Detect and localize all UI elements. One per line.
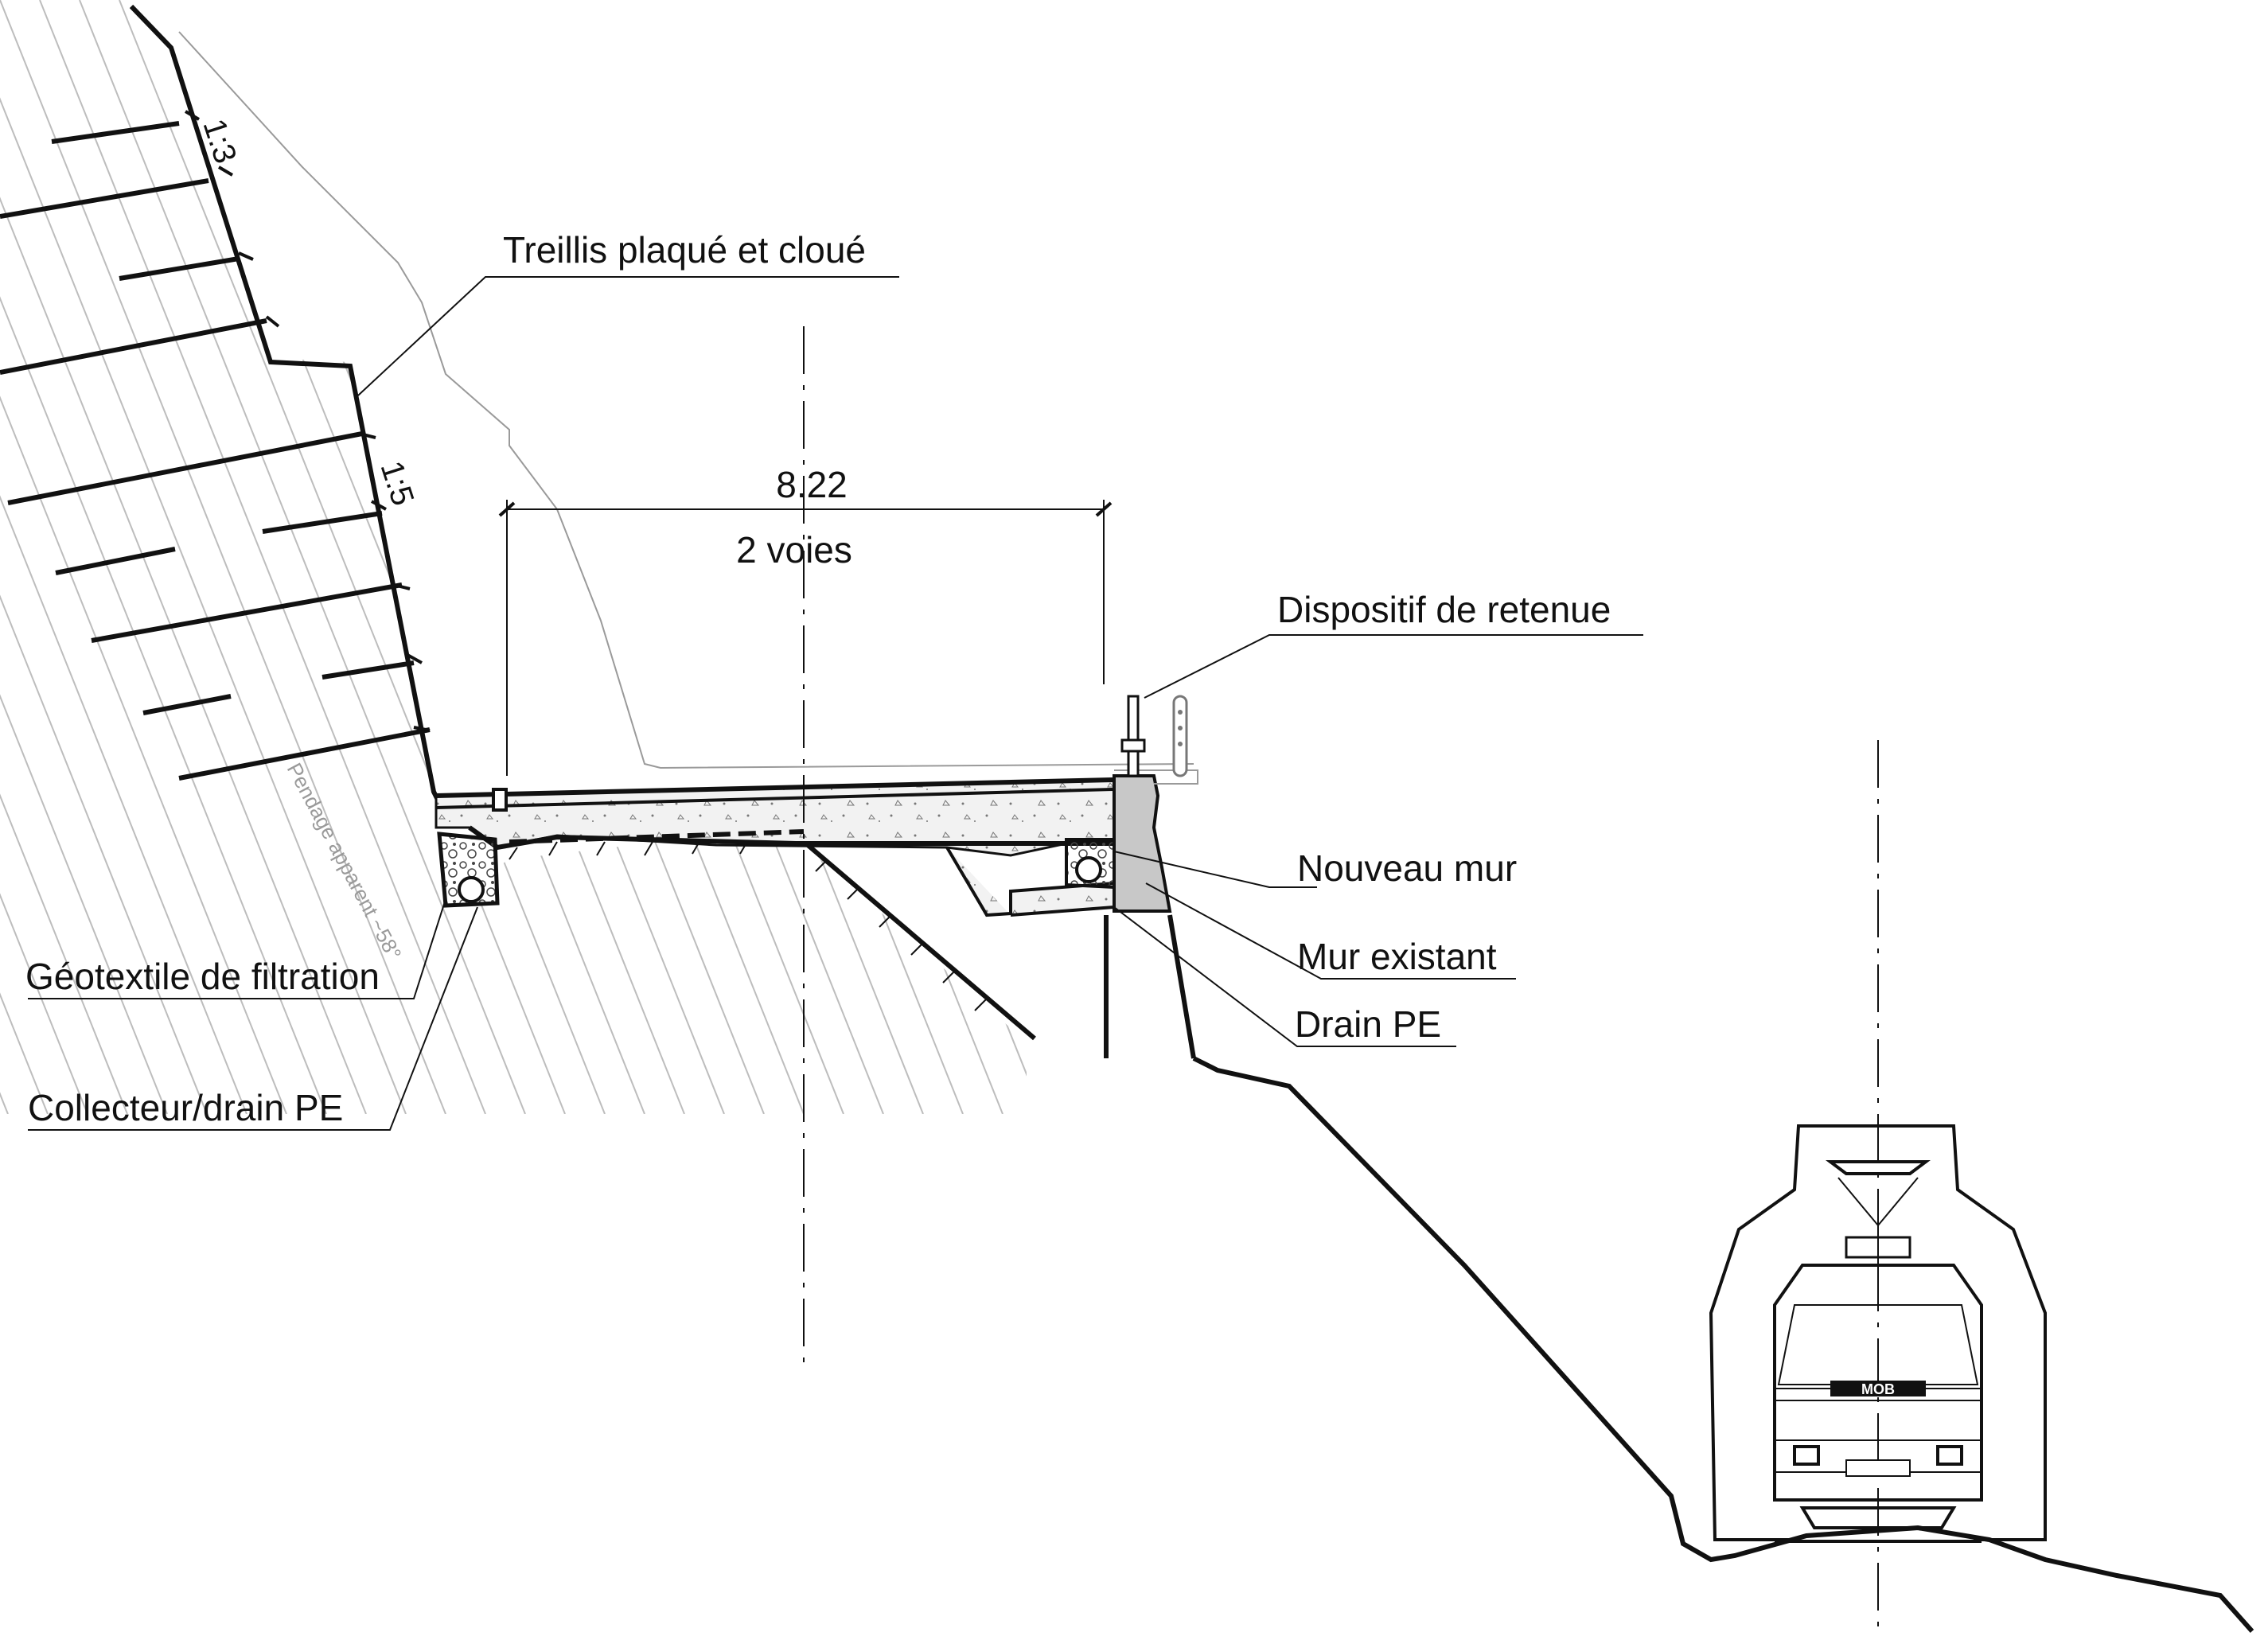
dimension-line: [498, 500, 1113, 776]
train-marking: MOB: [1861, 1381, 1895, 1397]
existing-terrain: [1192, 1056, 2254, 1633]
collector-drain: [437, 788, 508, 908]
label-dimension-text: 2 voies: [736, 529, 852, 571]
original-terrain-line: [178, 31, 1194, 769]
label-nouveau-mur: Nouveau mur: [1297, 847, 1517, 889]
existing-wall: [1104, 914, 1196, 1059]
slope-tick-marks: [184, 110, 431, 732]
label-treillis: Treillis plaqué et cloué: [503, 229, 866, 271]
road-structure: [435, 777, 1116, 1041]
cut-slope: [129, 4, 440, 801]
label-slope-lower: 1:5: [373, 457, 420, 509]
label-slope-upper: 1:3: [196, 115, 243, 167]
label-dispositif: Dispositif de retenue: [1277, 589, 1611, 630]
label-mur-existant: Mur existant: [1297, 936, 1497, 977]
label-dimension-value: 8.22: [776, 464, 848, 505]
new-wall: [1065, 769, 1198, 913]
label-pendage: Pendage apparent ~58°: [283, 759, 407, 964]
label-drain-pe: Drain PE: [1295, 1003, 1441, 1045]
guardrail: [1120, 695, 1188, 777]
train: MOB: [1773, 1160, 1983, 1543]
tunnel-profile: MOB: [1709, 1124, 2047, 1543]
label-collecteur: Collecteur/drain PE: [28, 1087, 343, 1128]
slope-anchors: [0, 121, 431, 781]
label-geotextile: Géotextile de filtration: [25, 956, 380, 997]
leader-lines: [28, 276, 1643, 1131]
rock-hatching: [0, 0, 1027, 1114]
